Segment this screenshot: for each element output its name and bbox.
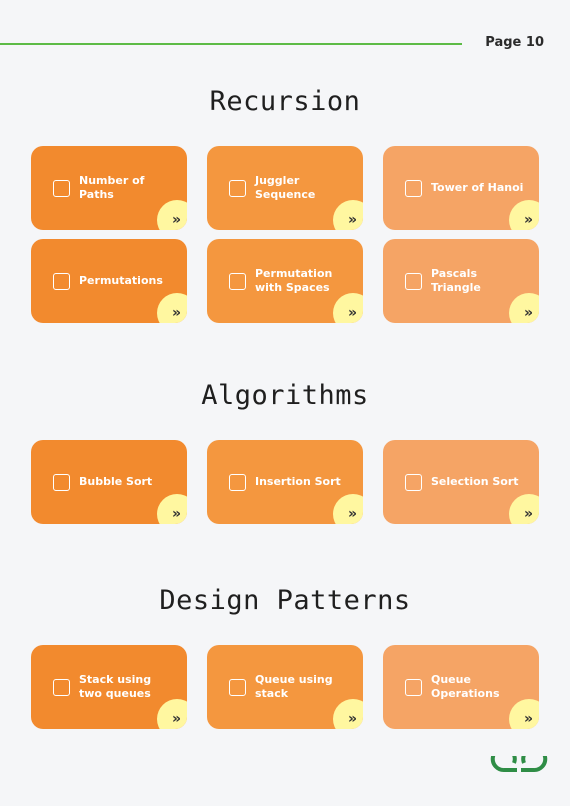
topic-card[interactable]: Insertion Sort »: [207, 440, 363, 524]
page-number: Page 10: [485, 35, 544, 50]
corner-badge: [333, 494, 363, 524]
topic-card[interactable]: Bubble Sort »: [31, 440, 187, 524]
topic-card[interactable]: Juggler Sequence »: [207, 146, 363, 230]
header-divider-line: [0, 43, 462, 45]
topic-label: Insertion Sort: [255, 475, 341, 488]
corner-badge: [157, 699, 187, 729]
checkbox[interactable]: [53, 179, 70, 197]
checkbox[interactable]: [405, 272, 422, 290]
topic-card[interactable]: Stack using two queues »: [31, 645, 187, 729]
double-chevron-right-icon[interactable]: »: [347, 305, 357, 321]
checkbox[interactable]: [229, 179, 246, 197]
checkbox[interactable]: [405, 179, 422, 197]
checkbox[interactable]: [53, 272, 70, 290]
topic-card[interactable]: Tower of Hanoi »: [383, 146, 539, 230]
checkbox[interactable]: [53, 678, 70, 696]
double-chevron-right-icon[interactable]: »: [523, 506, 533, 522]
topic-label: Selection Sort: [431, 475, 519, 488]
topic-card[interactable]: Selection Sort »: [383, 440, 539, 524]
checkbox[interactable]: [229, 473, 246, 491]
gfg-logo-icon: [490, 756, 548, 773]
corner-badge: [509, 699, 539, 729]
topic-label: Stack using two queues: [79, 673, 152, 700]
double-chevron-right-icon[interactable]: »: [347, 506, 357, 522]
section-title-algorithms: Algorithms: [201, 380, 369, 411]
topic-label: Queue using stack: [255, 673, 333, 700]
double-chevron-right-icon[interactable]: »: [171, 305, 181, 321]
topic-label: Bubble Sort: [79, 475, 153, 488]
double-chevron-right-icon[interactable]: »: [347, 711, 357, 727]
double-chevron-right-icon[interactable]: »: [523, 711, 533, 727]
topic-card[interactable]: Permutation with Spaces »: [207, 239, 363, 323]
corner-badge: [157, 200, 187, 230]
topic-card[interactable]: Number of Paths »: [31, 146, 187, 230]
corner-badge: [509, 494, 539, 524]
topic-card[interactable]: Queue using stack »: [207, 645, 363, 729]
topic-label: Queue Operations: [431, 673, 500, 700]
topic-label: Permutations: [79, 274, 163, 287]
double-chevron-right-icon[interactable]: »: [347, 212, 357, 228]
corner-badge: [333, 293, 363, 323]
topic-label: Pascals Triangle: [431, 267, 481, 294]
checkbox[interactable]: [53, 473, 70, 491]
double-chevron-right-icon[interactable]: »: [523, 212, 533, 228]
corner-badge: [509, 293, 539, 323]
corner-badge: [333, 699, 363, 729]
checkbox[interactable]: [405, 678, 422, 696]
corner-badge: [157, 494, 187, 524]
double-chevron-right-icon[interactable]: »: [523, 305, 533, 321]
topic-label: Number of Paths: [79, 174, 145, 201]
corner-badge: [333, 200, 363, 230]
section-title-design-patterns: Design Patterns: [159, 585, 411, 616]
corner-badge: [509, 200, 539, 230]
topic-label: Permutation with Spaces: [255, 267, 333, 294]
topic-label: Juggler Sequence: [255, 174, 316, 201]
checkbox[interactable]: [405, 473, 422, 491]
topic-card[interactable]: Permutations »: [31, 239, 187, 323]
topic-card[interactable]: Pascals Triangle »: [383, 239, 539, 323]
double-chevron-right-icon[interactable]: »: [171, 711, 181, 727]
section-title-recursion: Recursion: [209, 86, 361, 117]
double-chevron-right-icon[interactable]: »: [171, 212, 181, 228]
topic-card[interactable]: Queue Operations »: [383, 645, 539, 729]
checkbox[interactable]: [229, 272, 246, 290]
checkbox[interactable]: [229, 678, 246, 696]
topic-label: Tower of Hanoi: [431, 181, 524, 194]
double-chevron-right-icon[interactable]: »: [171, 506, 181, 522]
corner-badge: [157, 293, 187, 323]
